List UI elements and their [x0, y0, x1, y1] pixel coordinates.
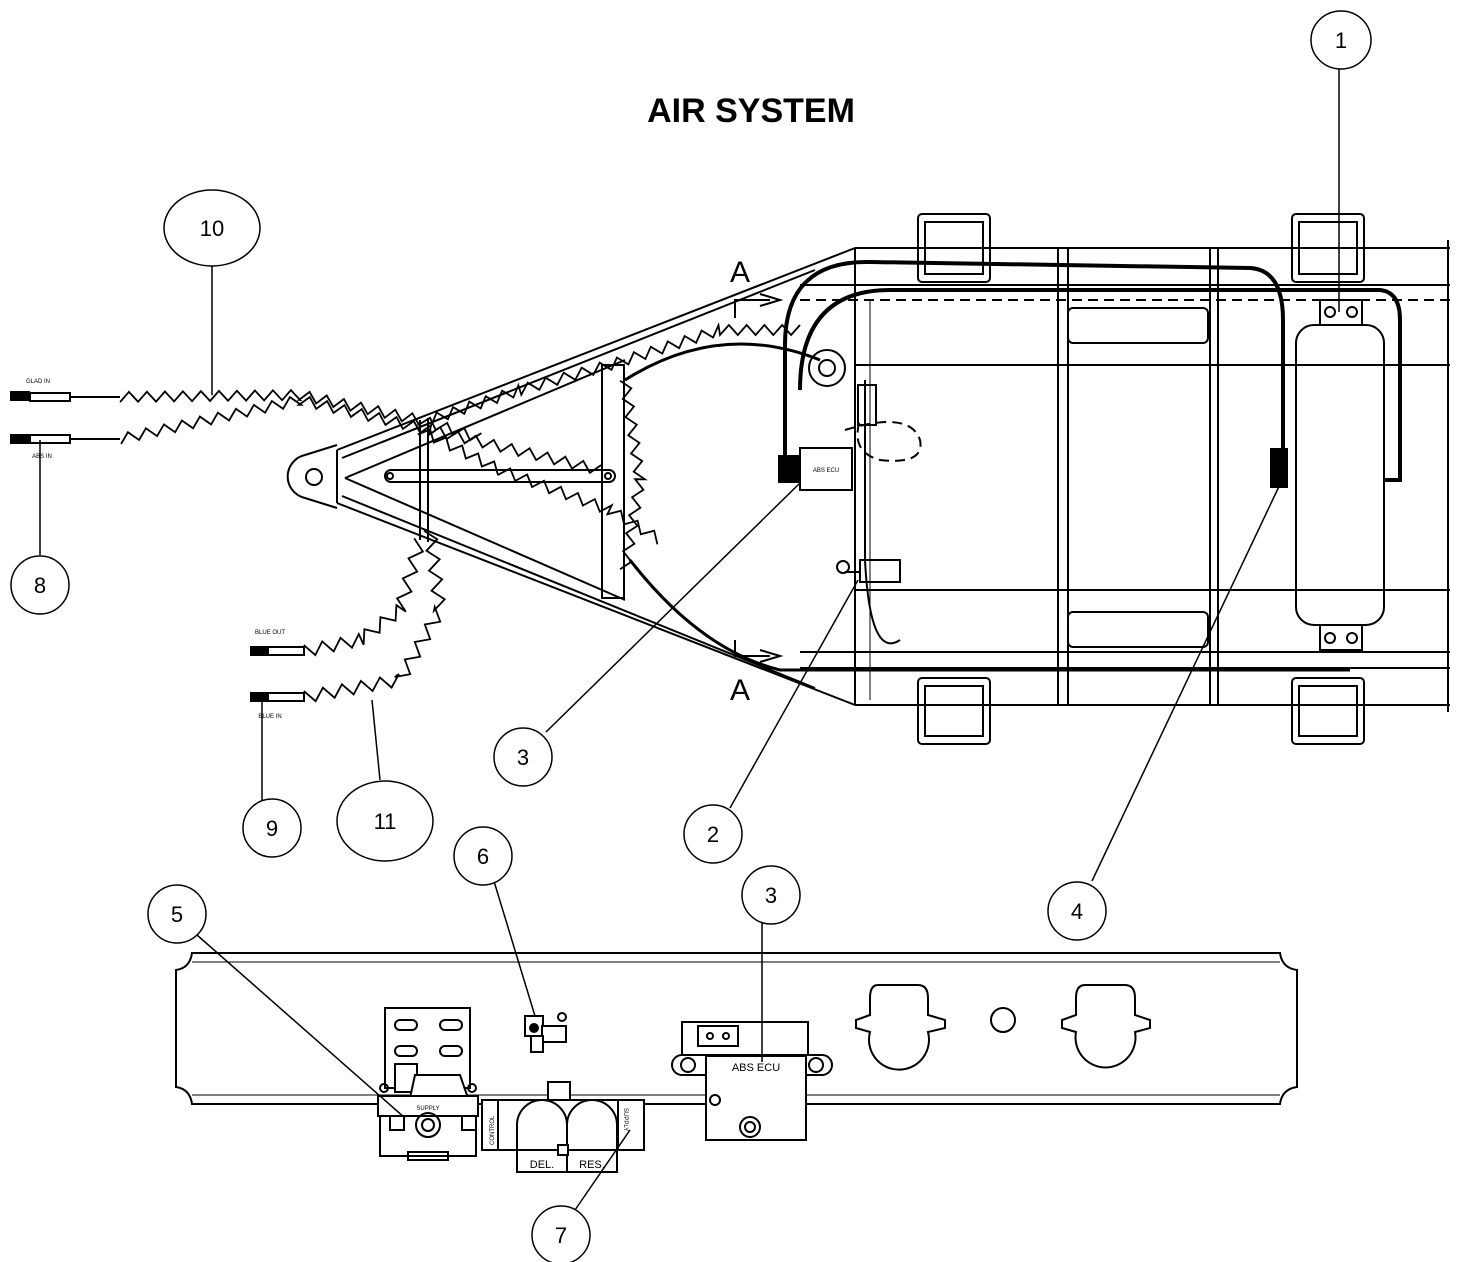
abs-in-tag: ABS IN	[32, 454, 52, 460]
res-port-label: RES.	[579, 1159, 605, 1171]
abs-ecu-side-view	[671, 1021, 833, 1141]
control-port-label: CONTROL	[490, 1115, 496, 1145]
glad-hand-blue-out: BLUE OUT	[250, 630, 305, 656]
leader-lines	[39, 67, 1340, 1211]
coiled-hoses	[119, 322, 801, 703]
callout-bubbles: 1 10 8 3 2 4 9 11	[10, 10, 1372, 1262]
callout-5: 5	[147, 884, 207, 944]
section-a-top-label: A	[730, 256, 750, 289]
valve-assembly	[808, 349, 901, 583]
callout-3-bottom: 3	[741, 865, 801, 925]
callout-11-label: 11	[374, 809, 397, 834]
air-fitting	[1270, 448, 1288, 488]
glad-in-tag: GLAD IN	[26, 379, 50, 385]
abs-ecu-box: ABS ECU	[778, 447, 853, 491]
glad-hands: GLAD IN ABS IN BLUE OUT BLUE IN	[10, 379, 305, 720]
trailer-frame	[286, 240, 1450, 712]
callout-4-label: 4	[1071, 899, 1083, 924]
page-title: AIR SYSTEM	[647, 92, 855, 130]
callout-3-bottom-label: 3	[765, 883, 777, 908]
relay-valve	[377, 1007, 479, 1161]
callout-2: 2	[683, 804, 743, 864]
blue-in-tag: BLUE IN	[258, 714, 281, 720]
glad-hand-service: ABS IN	[10, 434, 120, 460]
callout-5-label: 5	[171, 902, 183, 927]
callout-1: 1	[1310, 10, 1372, 70]
callout-8-label: 8	[34, 573, 46, 598]
glad-hand-emergency: GLAD IN	[10, 379, 120, 402]
callout-10-label: 10	[200, 216, 224, 241]
abs-ecu-label: ABS ECU	[732, 1062, 780, 1074]
check-valve-fitting	[524, 1012, 567, 1053]
callout-3-top-label: 3	[517, 745, 529, 770]
glad-hand-blue-in: BLUE IN	[250, 692, 305, 720]
air-reservoir-tank	[1295, 299, 1385, 651]
section-a-marks: A A	[730, 256, 784, 707]
blue-out-tag: BLUE OUT	[255, 630, 285, 636]
callout-10: 10	[163, 189, 261, 267]
air-lines	[624, 259, 1402, 672]
callout-9-label: 9	[266, 816, 278, 841]
callout-4: 4	[1047, 881, 1107, 941]
section-a-bottom-label: A	[730, 674, 750, 707]
supply-port-label: SUPPLY	[622, 1108, 628, 1131]
callout-7-label: 7	[555, 1223, 567, 1248]
callout-6-label: 6	[477, 844, 489, 869]
callout-8: 8	[10, 555, 70, 615]
emergency-relay-valve	[481, 1081, 645, 1173]
callout-11: 11	[336, 780, 434, 862]
callout-9: 9	[242, 798, 302, 858]
callout-2-label: 2	[707, 822, 719, 847]
callout-7: 7	[531, 1205, 591, 1262]
abs-box-label: ABS ECU	[813, 468, 839, 474]
wheels	[917, 213, 1365, 745]
del-port-label: DEL.	[530, 1159, 554, 1171]
relay-supply-label: SUPPLY	[416, 1106, 439, 1112]
callout-6: 6	[453, 826, 513, 886]
callout-1-label: 1	[1335, 28, 1347, 53]
callout-3-top: 3	[493, 727, 553, 787]
